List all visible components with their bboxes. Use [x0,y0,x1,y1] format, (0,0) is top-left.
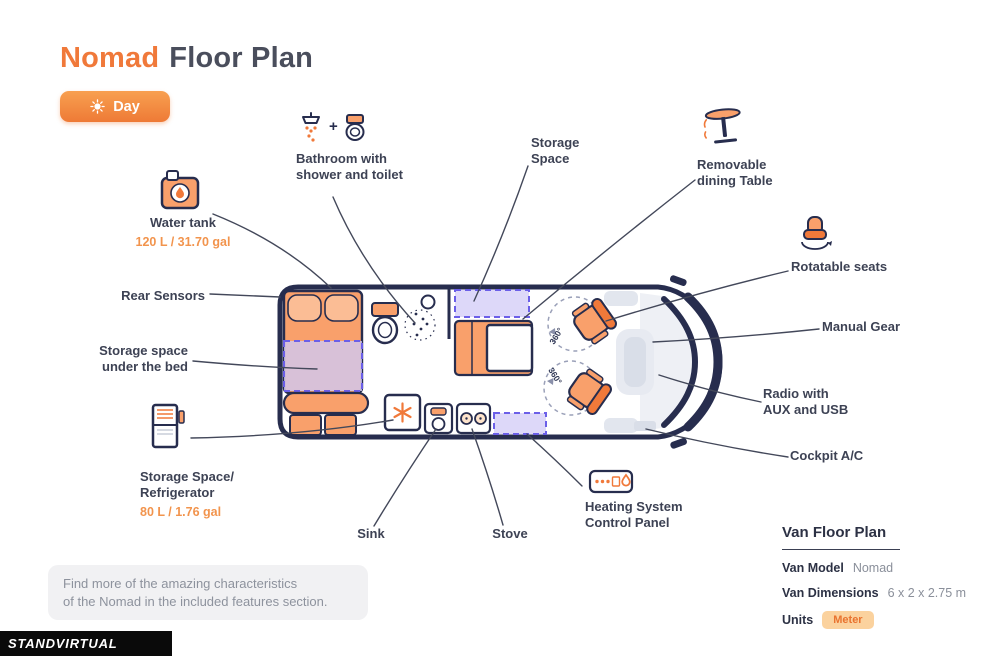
watermark-text: STANDVIRTUAL [8,636,118,651]
gear-radio-panel [624,337,646,387]
rear-cushion-left [289,414,322,436]
shower-head [420,294,436,310]
shower-drain [404,309,436,341]
callout-cockpit-ac: Cockpit A/C [790,448,863,464]
note-line: Find more of the amazing characteristics [63,576,298,591]
callout-label: Sink [357,526,385,541]
callout-heating: Heating System Control Panel [585,499,715,531]
heating-panel-icon [588,468,634,500]
cab-door-bottom [604,418,638,433]
watermark-logo: STANDVIRTUAL [0,631,172,656]
callout-label: Stove [492,526,528,541]
note-line: of the Nomad in the included features se… [63,594,328,609]
callout-manual-gear: Manual Gear [822,319,900,335]
dining-table-icon [703,108,741,144]
sink-faucet [430,407,447,416]
rear-bench [282,391,370,415]
rotatable-seat-rear [566,368,612,416]
callout-label: under the bed [102,359,188,374]
callout-label: Heating System [585,499,683,514]
spec-row-model: Van Model Nomad [782,561,977,575]
dining-table [485,323,534,373]
callout-label: Control Panel [585,515,670,530]
spec-value: Nomad [852,561,894,575]
van-floorplan: 360° 360° [268,275,738,449]
sink-basin [431,417,446,431]
rotation-arrow-front [549,328,556,335]
callout-label: Storage [531,135,580,150]
callout-rotatable-seats: Rotatable seats [791,259,887,275]
callout-rear-sensors: Rear Sensors [85,288,205,304]
callout-detail: 80 L / 1.76 gal [140,505,222,519]
refrigerator-icon [146,401,188,456]
day-mode-label: Day [113,98,140,115]
callout-label: Space [531,151,570,166]
van-specs-panel: Van Floor Plan Van Model Nomad Van Dimen… [782,524,977,629]
fan-symbol [393,402,412,423]
callout-storage-under-bed: Storage space under the bed [66,343,188,375]
callout-radio: Radio with AUX and USB [763,386,848,418]
water-tank-icon [155,166,205,219]
callout-label: Water tank [150,215,216,230]
toilet-bowl [371,315,399,345]
toilet-icon [345,114,365,141]
callout-water-tank: Water tank 120 L / 31.70 gal [108,215,258,250]
pillow-right [324,294,359,322]
callout-label: Cockpit A/C [790,448,864,463]
callout-label: Refrigerator [140,485,215,500]
shower-icon [302,112,320,142]
callout-label: Bathroom with [296,151,387,166]
callout-label: AUX and USB [763,402,849,417]
spec-row-dimensions: Van Dimensions 6 x 2 x 2.75 m [782,586,977,600]
under-bed-storage-zone [283,340,363,392]
page-title-rest: Floor Plan [169,42,314,74]
spec-label: Van Model [782,561,844,575]
callout-label: Rotatable seats [791,259,888,274]
mirror-bottom [670,437,687,449]
page-title-accent: Nomad [60,42,160,74]
callout-label: Storage Space/ [140,469,234,484]
rotation-arrow-rear [547,378,554,385]
burner-dot-left [465,417,468,420]
callout-label: Storage space [99,343,188,358]
rotatable-seat-icon [796,213,834,258]
cab-door-top [604,291,638,306]
spec-value: 6 x 2 x 2.75 m [887,586,967,600]
units-badge: Meter [822,611,874,629]
page-title: Nomad Floor Plan [60,42,313,75]
specs-heading: Van Floor Plan [782,524,900,550]
callout-label: shower and toilet [296,167,403,182]
callout-dining-table: Removable dining Table [697,104,807,189]
sun-icon [90,99,105,114]
plus-sign: + [329,118,338,135]
callout-detail: 120 L / 31.70 gal [135,235,231,249]
callout-label: Manual Gear [822,319,901,334]
storage-zone [454,289,530,318]
pillow-left [287,294,322,322]
callout-label: Rear Sensors [121,288,205,303]
heating-zone [493,412,547,435]
callout-bathroom: + Bathroom with shower and toilet [296,110,431,183]
callout-label: Removable [697,157,767,172]
callout-label: Radio with [763,386,829,401]
spec-label: Van Dimensions [782,586,879,600]
mirror-top [669,275,687,286]
ac-vent [634,421,656,431]
callout-stove: Stove [478,526,542,542]
burner-dot-right [479,417,482,420]
callout-sink: Sink [341,526,401,542]
spec-label: Units [782,613,814,627]
callout-storage-space: Storage Space [531,135,579,167]
spec-row-units: Units Meter [782,611,977,629]
toilet-tank [371,302,399,317]
features-note: Find more of the amazing characteristics… [48,565,368,620]
callout-label: dining Table [697,173,773,188]
day-mode-toggle[interactable]: Day [60,91,170,122]
callout-refrigerator: Storage Space/ Refrigerator 80 L / 1.76 … [140,469,280,520]
rear-cushion-right [324,414,357,436]
